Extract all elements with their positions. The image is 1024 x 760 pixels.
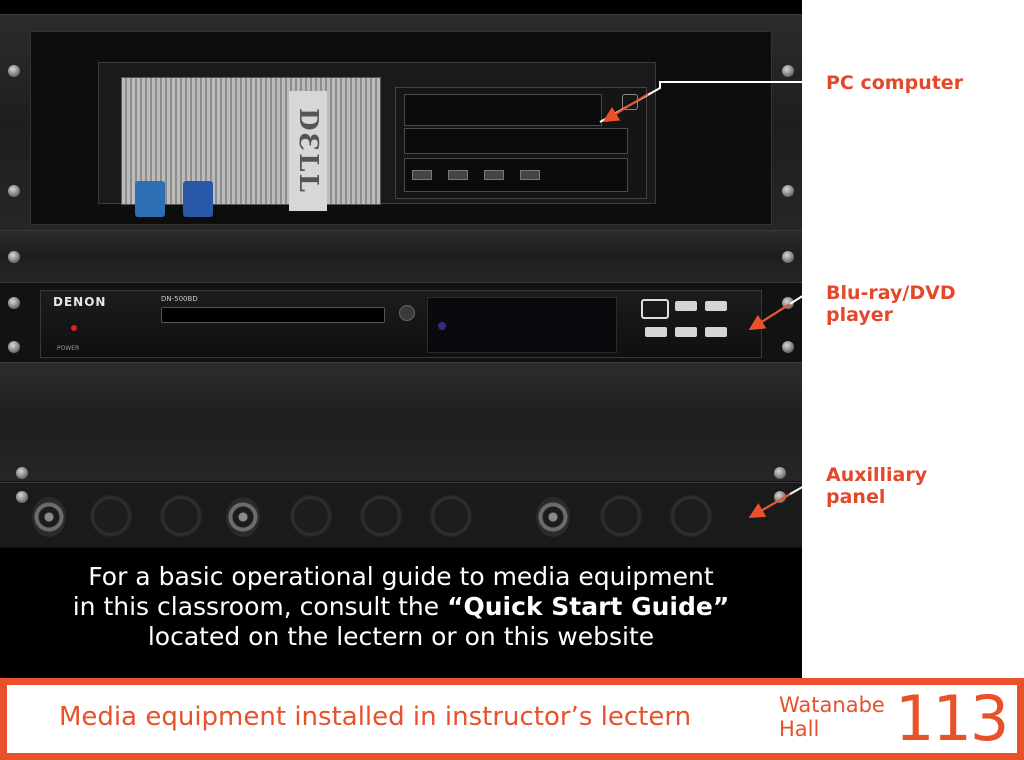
card-reader — [404, 94, 602, 126]
skip-forward-button — [705, 301, 727, 311]
rack-screw — [8, 65, 20, 77]
footer-bar: Media equipment installed in instructor’… — [0, 678, 1024, 760]
rack-screw — [16, 491, 28, 503]
blank-rack-panel — [0, 230, 802, 284]
stop-button — [645, 327, 667, 337]
auxiliary-panel-label: Auxilliary panel — [826, 464, 927, 508]
pc-computer: DƐLL — [98, 62, 656, 217]
pc-side-vent — [121, 77, 381, 205]
display-window — [427, 297, 617, 353]
rack-screw — [782, 185, 794, 197]
xlr-connector — [226, 497, 260, 537]
power-button — [622, 94, 638, 110]
power-led — [71, 325, 77, 331]
pc-front-panel — [395, 87, 647, 199]
caption-line-2: in this classroom, consult the “Quick St… — [30, 592, 772, 622]
bluray-dvd-player: DENON POWER DN-500BD — [40, 290, 762, 358]
panel-knockout — [670, 495, 712, 537]
rack-screw — [782, 297, 794, 309]
quick-start-guide-text: “Quick Start Guide” — [447, 592, 730, 621]
model-label: DN-500BD — [161, 295, 198, 303]
power-label: POWER — [57, 345, 80, 352]
caption-line-2-text: in this classroom, consult the — [72, 592, 448, 621]
rack-screw — [8, 341, 20, 353]
usb-port — [412, 170, 432, 180]
panel-knockout — [290, 495, 332, 537]
optical-drive — [404, 128, 628, 154]
eject-button — [399, 305, 415, 321]
rack-screw — [8, 185, 20, 197]
caption-line-3: located on the lectern or on this websit… — [147, 622, 655, 651]
play-button — [705, 327, 727, 337]
building-name-line-1: Watanabe — [779, 693, 885, 717]
rack-screw — [782, 341, 794, 353]
rack-screw — [16, 467, 28, 479]
panel-knockout — [360, 495, 402, 537]
auxiliary-label-line-2: panel — [826, 486, 886, 508]
equipment-photo: DƐLL DENON POWER DN-500BD — [0, 0, 802, 678]
panel-knockout — [600, 495, 642, 537]
panel-knockout — [430, 495, 472, 537]
pc-computer-label: PC computer — [826, 72, 964, 94]
panel-knockout — [90, 495, 132, 537]
bluray-label-line-2: player — [826, 304, 893, 326]
rack-screw — [8, 251, 20, 263]
blank-rack-panel-large — [0, 362, 802, 482]
usb-port — [520, 170, 540, 180]
auxiliary-panel — [0, 482, 802, 548]
disc-slot — [161, 307, 385, 323]
windows-sticker — [183, 181, 213, 217]
front-io-panel — [404, 158, 628, 192]
footer-panel: Media equipment installed in instructor’… — [7, 682, 1017, 755]
building-name-line-2: Hall — [779, 717, 820, 741]
intel-sticker — [135, 181, 165, 217]
xlr-connector — [32, 497, 66, 537]
panel-knockout — [160, 495, 202, 537]
footer-title: Media equipment installed in instructor’… — [59, 702, 692, 732]
photo-caption: For a basic operational guide to media e… — [30, 562, 772, 652]
usb-port — [448, 170, 468, 180]
rack-screw — [782, 251, 794, 263]
dell-logo: DƐLL — [289, 91, 327, 211]
pause-button — [675, 327, 697, 337]
room-number: 113 — [895, 682, 1009, 755]
usb-port — [484, 170, 504, 180]
player-power-button — [641, 299, 669, 319]
bluray-player-label: Blu-ray/DVD player — [826, 282, 956, 326]
rack-screw — [782, 65, 794, 77]
bluray-label-line-1: Blu-ray/DVD — [826, 282, 956, 304]
denon-logo: DENON — [53, 295, 107, 309]
xlr-connector — [536, 497, 570, 537]
ir-sensor — [438, 322, 446, 330]
rack-screw — [774, 491, 786, 503]
auxiliary-label-line-1: Auxilliary — [826, 464, 928, 486]
rack-screw — [8, 297, 20, 309]
building-name: Watanabe Hall — [779, 693, 885, 741]
skip-back-button — [675, 301, 697, 311]
rack-screw — [774, 467, 786, 479]
caption-line-1: For a basic operational guide to media e… — [88, 562, 714, 591]
